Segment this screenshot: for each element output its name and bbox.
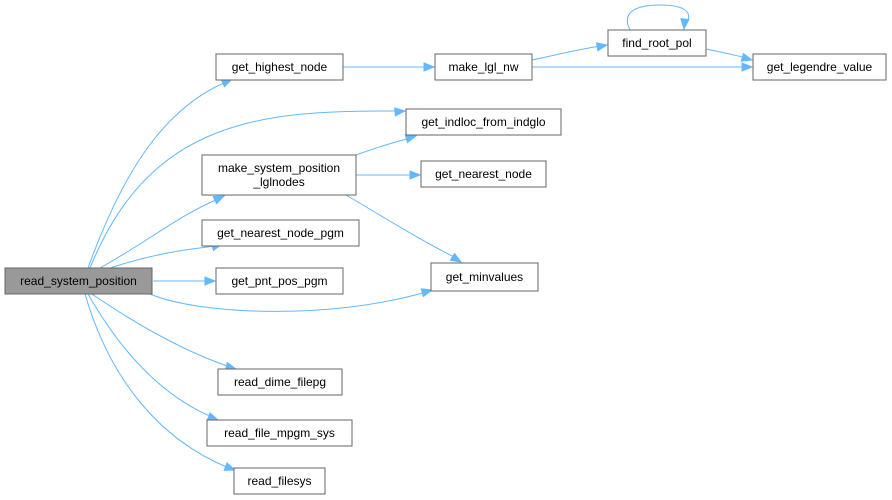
node-label: make_lgl_nw <box>448 60 518 74</box>
node-box <box>201 154 357 196</box>
node-label: read_filesys <box>247 474 311 488</box>
edge-line <box>355 137 411 156</box>
node-label: get_indloc_from_indglo <box>421 115 545 129</box>
node-label: get_nearest_node_pgm <box>217 226 344 240</box>
node-make_lgl_nw[interactable]: make_lgl_nw <box>434 53 533 81</box>
node-label: find_root_pol <box>622 36 691 50</box>
arrowhead-icon <box>212 195 226 205</box>
node-label: make_system_position <box>218 161 340 175</box>
arrowhead-icon <box>420 288 434 298</box>
edge-line <box>91 293 231 368</box>
edge-line <box>84 293 230 469</box>
arrowhead-icon <box>680 18 690 31</box>
arrowhead-icon <box>741 62 754 72</box>
edge-line <box>89 110 399 269</box>
node-get_highest_node[interactable]: get_highest_node <box>215 53 344 81</box>
node-make_system_position_lglnodes[interactable]: make_system_position_lglnodes <box>201 154 357 196</box>
edge-line <box>109 245 217 269</box>
node-label: get_nearest_node <box>435 167 532 181</box>
edge-line <box>149 291 427 312</box>
node-label: read_dime_filepg <box>234 375 326 389</box>
node-get_nearest_node[interactable]: get_nearest_node <box>420 160 547 188</box>
node-label: read_file_mpgm_sys <box>224 426 335 440</box>
edge-make_lgl_nw-to-find_root_pol <box>531 42 609 61</box>
arrowhead-icon <box>394 107 407 117</box>
call-nodes: read_system_positionget_highest_nodemake… <box>4 29 887 495</box>
node-label: _lglnodes <box>252 175 304 189</box>
node-find_root_pol[interactable]: find_root_pol <box>607 29 707 57</box>
edge-line <box>705 48 747 59</box>
edge-find_root_pol-to-find_root_pol <box>627 4 690 31</box>
edge-make_lgl_nw-to-get_legendre_value <box>532 62 754 72</box>
arrowhead-icon <box>449 252 463 263</box>
edge-read_system_position-to-get_nearest_node_pgm <box>109 242 224 269</box>
node-label: read_system_position <box>20 274 137 288</box>
arrowhead-icon <box>409 170 422 180</box>
node-box <box>215 267 344 295</box>
node-get_minvalues[interactable]: get_minvalues <box>430 262 539 292</box>
edge-line <box>87 81 227 269</box>
node-box <box>420 160 547 188</box>
node-read_file_mpgm_sys[interactable]: read_file_mpgm_sys <box>206 419 353 447</box>
edge-read_system_position-to-read_dime_filepg <box>91 293 238 371</box>
arrowhead-icon <box>595 42 609 52</box>
node-label: get_highest_node <box>232 60 328 74</box>
edge-make_system_position_lglnodes-to-get_nearest_node <box>356 170 422 180</box>
edge-read_system_position-to-get_minvalues <box>149 288 434 312</box>
node-box <box>4 267 153 295</box>
node-box <box>430 262 539 292</box>
node-read_system_position[interactable]: read_system_position <box>4 267 153 295</box>
edge-read_system_position-to-get_pnt_pos_pgm <box>153 276 217 286</box>
edge-line <box>99 198 219 269</box>
node-label: get_minvalues <box>446 270 523 284</box>
edge-make_system_position_lglnodes-to-get_indloc_from_indglo <box>355 134 418 156</box>
edge-line <box>87 293 213 418</box>
arrowhead-icon <box>423 62 436 72</box>
node-box <box>233 467 326 495</box>
edge-read_system_position-to-make_system_position_lglnodes <box>99 195 226 269</box>
node-box <box>434 53 533 81</box>
arrowhead-icon <box>206 411 220 421</box>
arrowhead-icon <box>204 276 217 286</box>
node-read_dime_filepg[interactable]: read_dime_filepg <box>217 368 343 396</box>
edge-line <box>627 4 690 31</box>
arrowhead-icon <box>740 52 754 62</box>
edge-line <box>345 194 457 259</box>
node-get_pnt_pos_pgm[interactable]: get_pnt_pos_pgm <box>215 267 344 295</box>
edge-read_system_position-to-read_filesys <box>84 293 237 471</box>
node-box <box>201 219 360 247</box>
node-get_nearest_node_pgm[interactable]: get_nearest_node_pgm <box>201 219 360 247</box>
edge-line <box>531 45 602 61</box>
edge-find_root_pol-to-get_legendre_value <box>705 48 754 62</box>
node-box <box>217 368 343 396</box>
call-edges <box>84 4 754 471</box>
arrowhead-icon <box>223 461 237 471</box>
node-box <box>607 29 707 57</box>
node-box <box>206 419 353 447</box>
node-label: get_pnt_pos_pgm <box>231 274 327 288</box>
arrowhead-icon <box>404 134 418 144</box>
node-get_legendre_value[interactable]: get_legendre_value <box>752 53 887 81</box>
node-box <box>215 53 344 81</box>
edge-make_system_position_lglnodes-to-get_minvalues <box>345 194 463 263</box>
node-box <box>405 108 562 136</box>
edge-read_system_position-to-read_file_mpgm_sys <box>87 293 220 421</box>
node-label: get_legendre_value <box>767 60 873 74</box>
edge-read_system_position-to-get_indloc_from_indglo <box>89 107 407 269</box>
node-get_indloc_from_indglo[interactable]: get_indloc_from_indglo <box>405 108 562 136</box>
node-box <box>752 53 887 81</box>
edge-get_highest_node-to-make_lgl_nw <box>343 62 436 72</box>
node-read_filesys[interactable]: read_filesys <box>233 467 326 495</box>
